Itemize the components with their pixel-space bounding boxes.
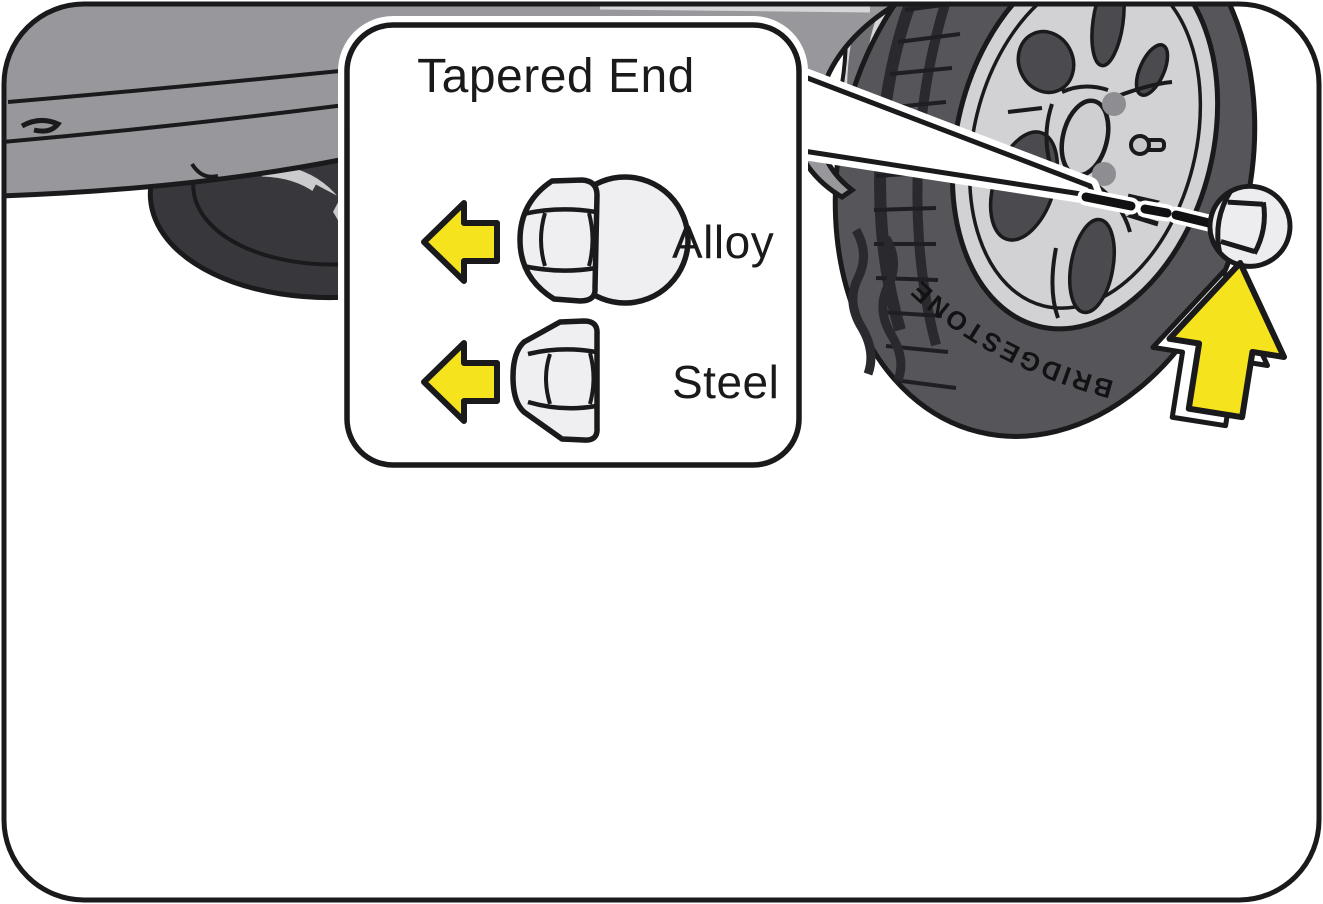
mud-guard-clip [190, 162, 219, 179]
valve-stem [1129, 134, 1166, 156]
steel-label: Steel [672, 356, 779, 408]
alloy-nut-icon [517, 174, 691, 306]
lug-nut-installed [1102, 92, 1126, 116]
callout-box: Tapered End Alloy [338, 16, 808, 474]
lug-nut-installed [1092, 162, 1116, 186]
jack-point-mark [20, 118, 62, 134]
left-arrow-icon [421, 340, 500, 424]
steel-nut-icon [510, 318, 600, 443]
liner-notch [307, 184, 341, 214]
up-arrow-face [1166, 259, 1288, 421]
tread-groove [878, 235, 906, 382]
dashed-axis-line [1077, 188, 1222, 233]
up-arrow-icon [1150, 259, 1288, 429]
alloy-label: Alloy [672, 216, 774, 268]
lug-nut-icon [1207, 183, 1293, 269]
tread-groove [848, 227, 876, 376]
callout-title: Tapered End [417, 50, 695, 103]
illustration-scene: BRIDGESTONE [4, 4, 1293, 474]
left-arrow-icon [421, 200, 500, 284]
